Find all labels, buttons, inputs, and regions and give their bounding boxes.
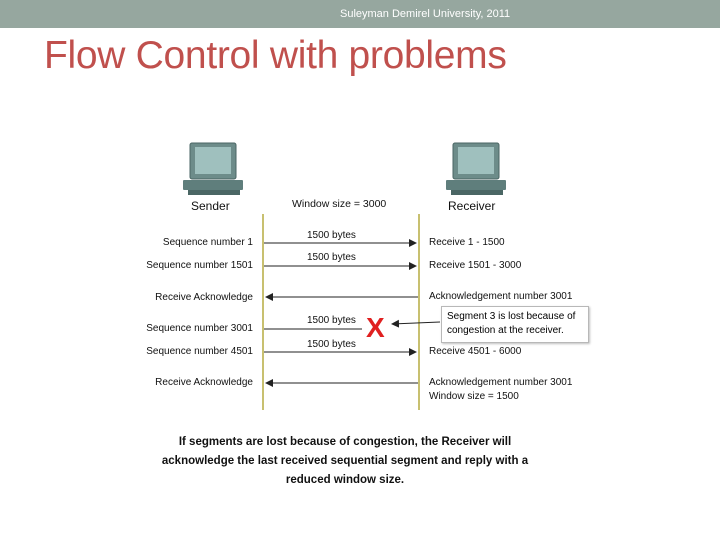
row-3-right: Acknowledgement number 3001 bbox=[429, 291, 572, 302]
row-6-right-window: Window size = 1500 bbox=[429, 391, 519, 402]
lost-segment-callout: Segment 3 is lost because of congestion … bbox=[441, 306, 589, 343]
window-size-label: Window size = 3000 bbox=[292, 198, 386, 210]
caption-line-1: If segments are lost because of congesti… bbox=[140, 433, 550, 452]
row-6-right: Acknowledgement number 3001 bbox=[429, 377, 572, 388]
row-1-right: Receive 1 - 1500 bbox=[429, 237, 505, 248]
sender-label: Sender bbox=[191, 199, 230, 213]
row-3-left: Receive Acknowledge bbox=[120, 292, 253, 303]
row-2-mid: 1500 bytes bbox=[307, 252, 356, 263]
row-1-mid: 1500 bytes bbox=[307, 230, 356, 241]
callout-line-1: Segment 3 is lost because of bbox=[447, 310, 583, 324]
row-6-left: Receive Acknowledge bbox=[120, 377, 253, 388]
row-4-mid: 1500 bytes bbox=[307, 315, 356, 326]
sender-computer-icon bbox=[183, 143, 243, 195]
row-1-left: Sequence number 1 bbox=[120, 237, 253, 248]
lost-segment-x-icon: X bbox=[366, 312, 385, 344]
receiver-computer-icon bbox=[446, 143, 506, 195]
row-2-left: Sequence number 1501 bbox=[120, 260, 253, 271]
receiver-label: Receiver bbox=[448, 199, 495, 213]
caption-line-2: acknowledge the last received sequential… bbox=[140, 452, 550, 471]
callout-line-2: congestion at the receiver. bbox=[447, 324, 583, 338]
row-5-mid: 1500 bytes bbox=[307, 339, 356, 350]
row-5-right: Receive 4501 - 6000 bbox=[429, 346, 521, 357]
diagram-caption: If segments are lost because of congesti… bbox=[140, 433, 550, 490]
row-2-right: Receive 1501 - 3000 bbox=[429, 260, 521, 271]
row-5-left: Sequence number 4501 bbox=[120, 346, 253, 357]
row-4-left: Sequence number 3001 bbox=[120, 323, 253, 334]
arrow-callout bbox=[392, 322, 440, 324]
caption-line-3: reduced window size. bbox=[140, 471, 550, 490]
